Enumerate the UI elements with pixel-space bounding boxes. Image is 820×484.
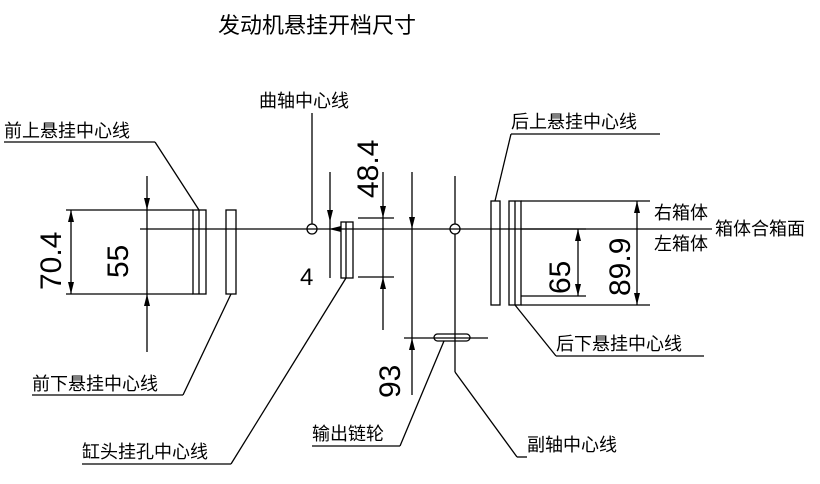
dim-65: 65 xyxy=(544,261,577,294)
dim-70-4: 70.4 xyxy=(35,232,68,290)
dim-55: 55 xyxy=(102,245,135,278)
right-case-label: 右箱体 xyxy=(654,203,708,224)
countershaft-label: 副轴中心线 xyxy=(527,435,617,456)
rear-upper-bracket xyxy=(490,200,501,306)
crankshaft-label: 曲轴中心线 xyxy=(259,91,349,112)
rear-mount xyxy=(490,200,650,306)
dim-48-4: 48.4 xyxy=(352,140,385,198)
front-lower-label: 前下悬挂中心线 xyxy=(32,374,158,395)
cylinder-head-bracket xyxy=(340,221,354,279)
drawing-title: 发动机悬挂开档尺寸 xyxy=(218,14,416,39)
output-sprocket xyxy=(404,333,488,342)
left-case-label: 左箱体 xyxy=(654,234,708,255)
cylinder-head-label: 缸头挂孔中心线 xyxy=(82,441,208,463)
dim-93: 93 xyxy=(374,365,407,398)
front-upper-label: 前上悬挂中心线 xyxy=(4,121,130,142)
dim-4: 4 xyxy=(300,264,313,291)
rear-upper-label: 后上悬挂中心线 xyxy=(511,112,637,133)
front-mount xyxy=(66,176,237,352)
rear-lower-label: 后下悬挂中心线 xyxy=(556,334,682,355)
output-sprocket-label: 输出链轮 xyxy=(312,424,384,445)
dim-89-9: 89.9 xyxy=(604,238,637,296)
case-joint-label: 箱体合箱面 xyxy=(715,219,805,240)
front-lower-bracket xyxy=(225,209,237,295)
cylinder-head-mount xyxy=(306,113,354,279)
